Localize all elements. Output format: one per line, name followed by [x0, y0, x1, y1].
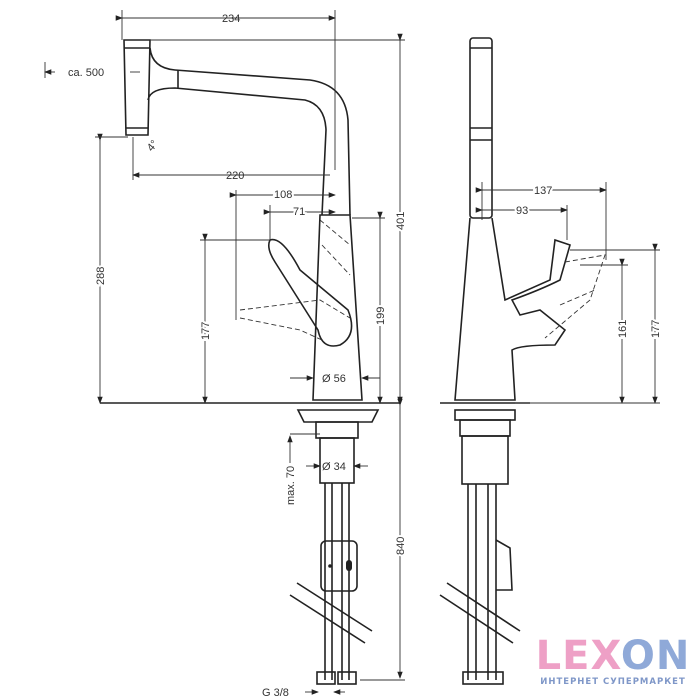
dim-71: 71: [293, 206, 305, 218]
dim-pullout: ca. 500: [68, 67, 104, 79]
dim-g38: G 3/8: [262, 687, 289, 699]
dim-137: 137: [534, 185, 552, 197]
dim-177-side: 177: [650, 320, 662, 338]
side-view-faucet: [439, 37, 606, 685]
dim-108: 108: [274, 189, 292, 201]
dim-diameter-56: Ø 56: [322, 373, 346, 385]
dim-288: 288: [95, 267, 107, 285]
dim-840: 840: [395, 537, 407, 555]
lexon-logo: LEXON ИНТЕРНЕТ СУПЕРМАРКЕТ: [533, 636, 693, 687]
dim-199: 199: [375, 307, 387, 325]
logo-word-part2: ON: [620, 633, 691, 679]
logo-word-part1: LEX: [535, 633, 621, 679]
dim-234: 234: [222, 13, 240, 25]
dim-angle: 4°: [145, 138, 161, 154]
dimension-lines: [44, 10, 660, 695]
logo-subtitle: ИНТЕРНЕТ СУПЕРМАРКЕТ: [540, 677, 686, 687]
dim-401: 401: [395, 212, 407, 230]
front-view-faucet: [100, 39, 400, 685]
dim-93: 93: [516, 205, 528, 217]
dim-diameter-34: Ø 34: [322, 461, 346, 473]
dim-161: 161: [617, 320, 629, 338]
dim-177-front: 177: [200, 322, 212, 340]
dim-220: 220: [226, 170, 244, 182]
dim-max-70: max. 70: [285, 466, 297, 505]
dimension-labels: 234 ca. 500 4° 220 108 71 288 177 199 40…: [68, 13, 664, 699]
